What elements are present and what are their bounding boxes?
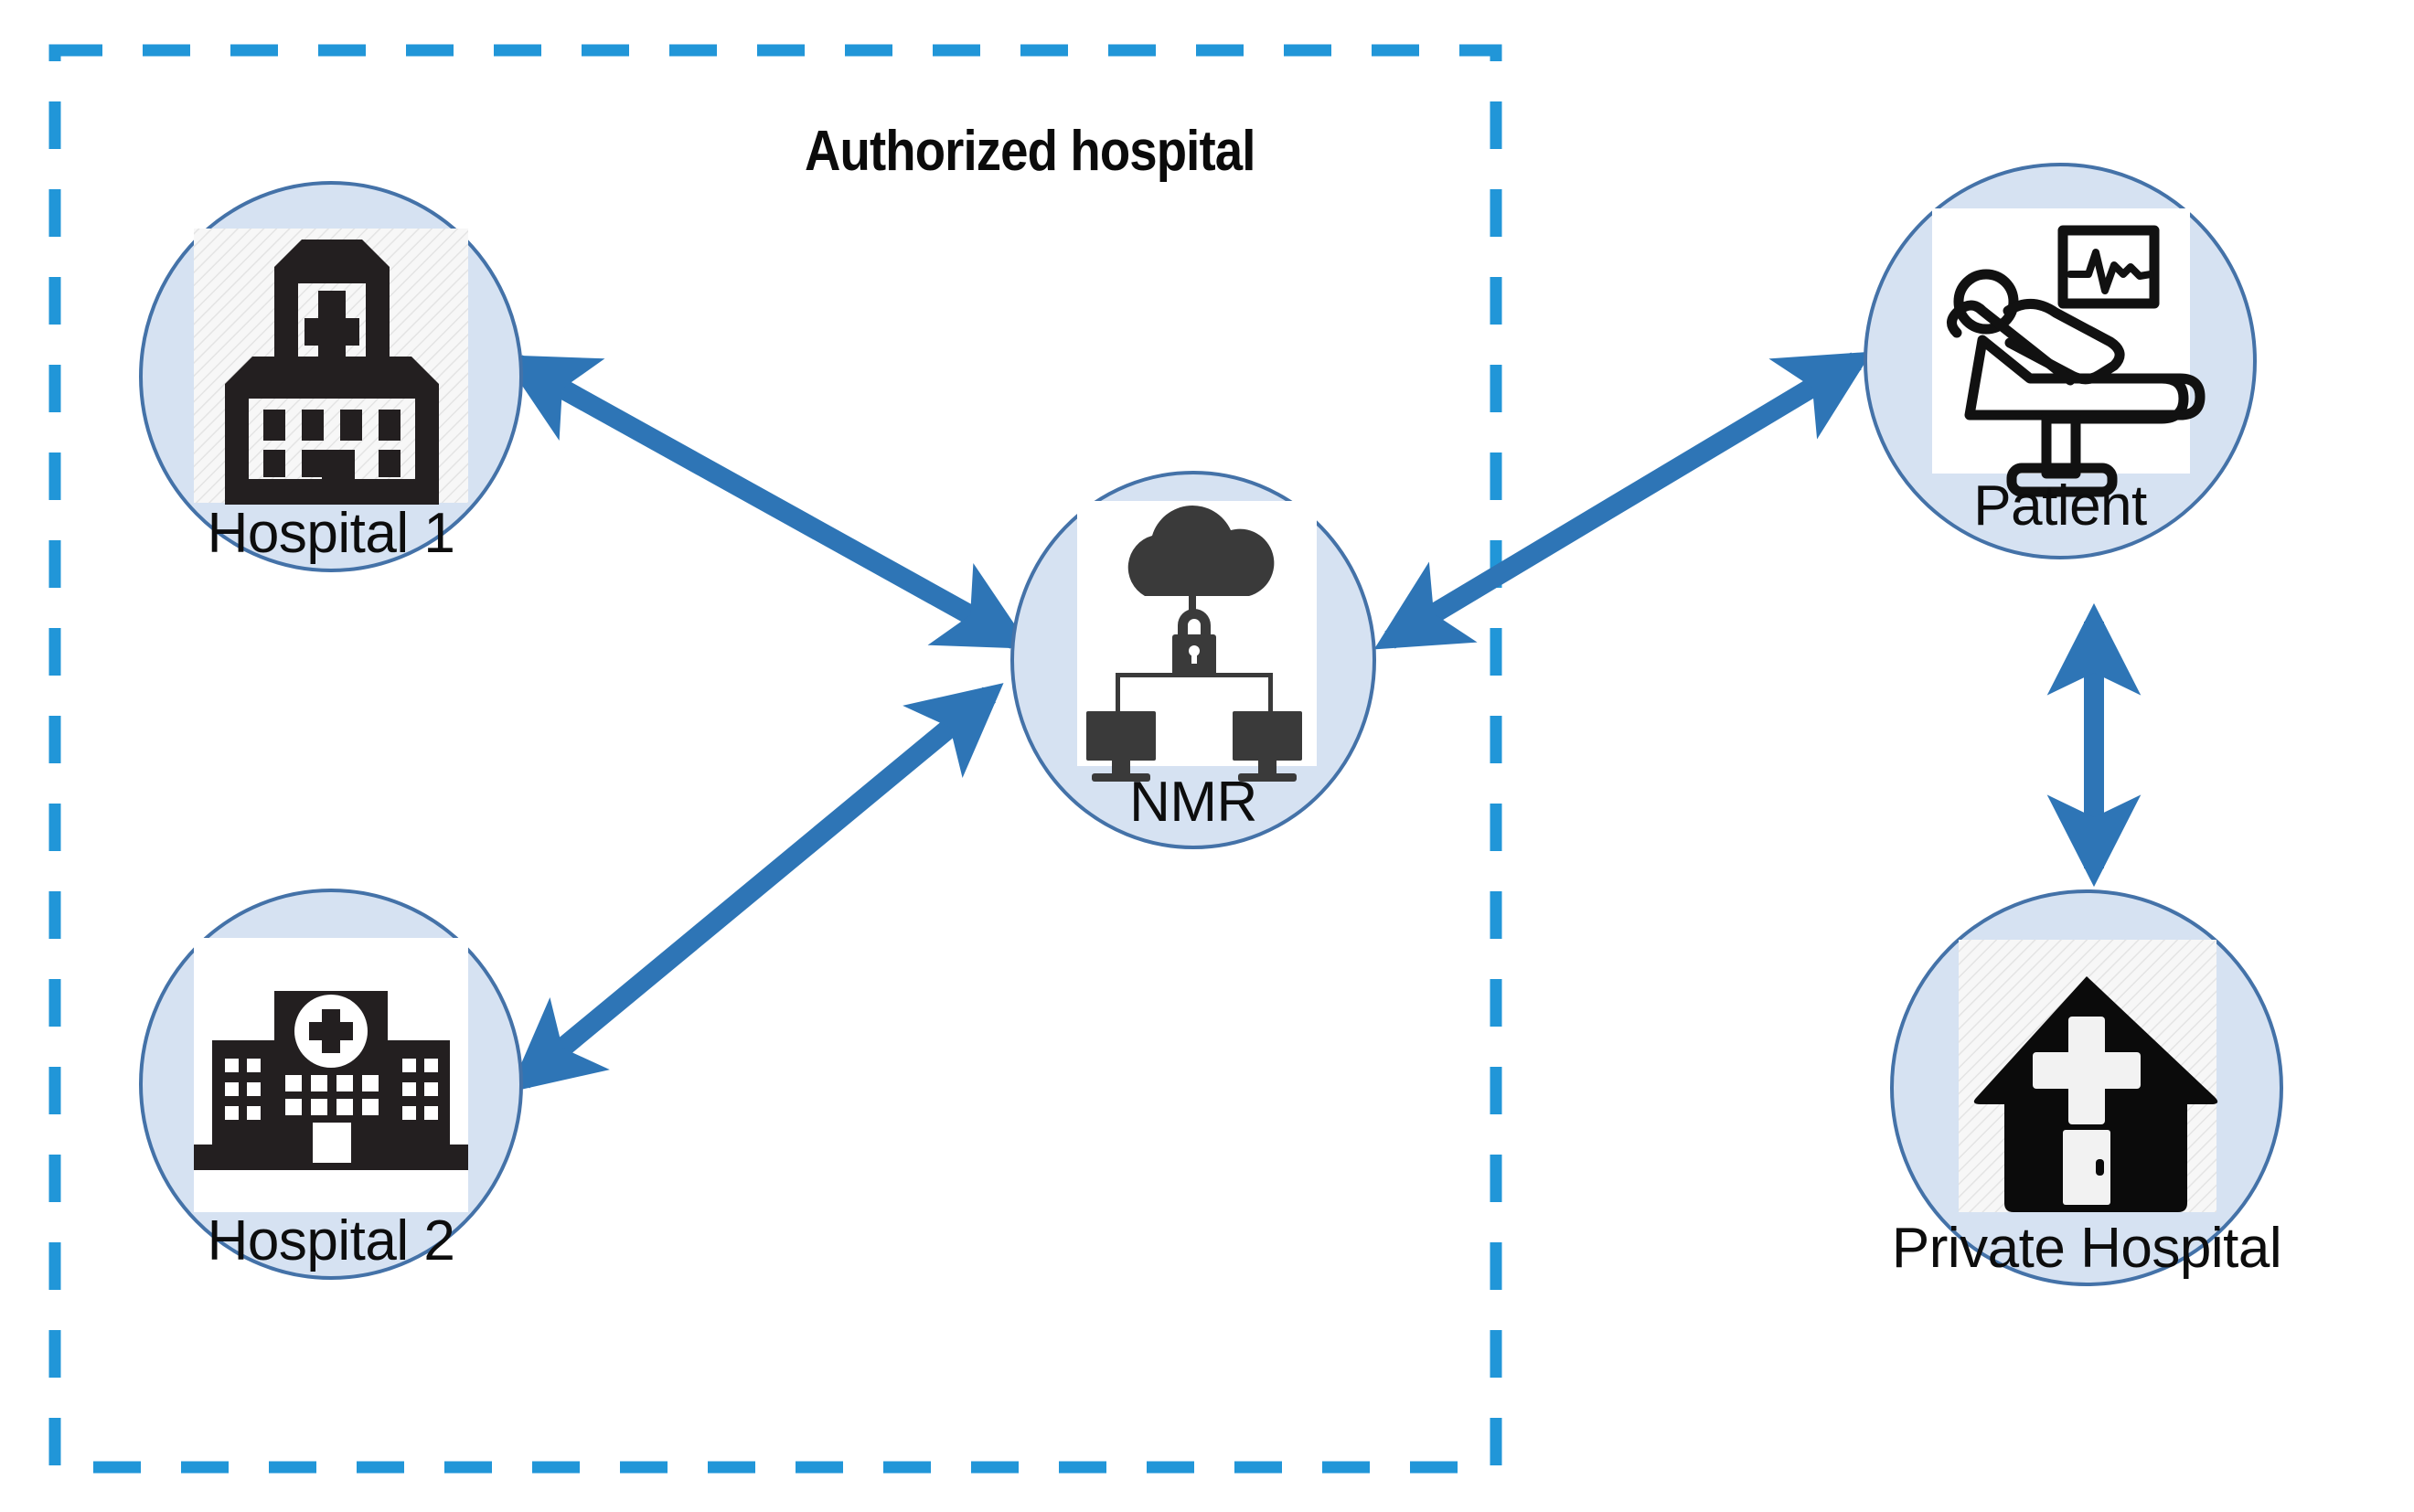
node-hospital1[interactable] [139, 181, 523, 572]
node-patient[interactable] [1864, 163, 2257, 559]
node-label-private-hospital: Private Hospital [1891, 1217, 2282, 1280]
secure-cloud-network-icon [1086, 506, 1302, 782]
patient-bed-monitor-icon [1947, 225, 2206, 497]
edge-nmr-patient [1373, 351, 1873, 650]
hospital-building-icon [225, 240, 439, 505]
node-label-patient: Patient [1973, 474, 2147, 538]
node-label-nmr: NMR [1129, 771, 1257, 834]
node-label-hospital2: Hospital 2 [207, 1209, 455, 1272]
hospital-complex-icon [194, 991, 468, 1170]
node-hospital2[interactable] [139, 889, 523, 1280]
clinic-house-cross-icon [1973, 976, 2218, 1212]
node-label-hospital1: Hospital 1 [207, 502, 455, 565]
edge-hospital2-nmr [508, 683, 1004, 1092]
zone-title-authorized-hospital: Authorized hospital [805, 120, 1255, 183]
edge-hospital1-nmr [501, 355, 1031, 649]
authorized-hospital-zone-border [48, 44, 1502, 1474]
node-private-hospital[interactable] [1890, 889, 2283, 1286]
node-nmr[interactable] [1010, 471, 1376, 849]
